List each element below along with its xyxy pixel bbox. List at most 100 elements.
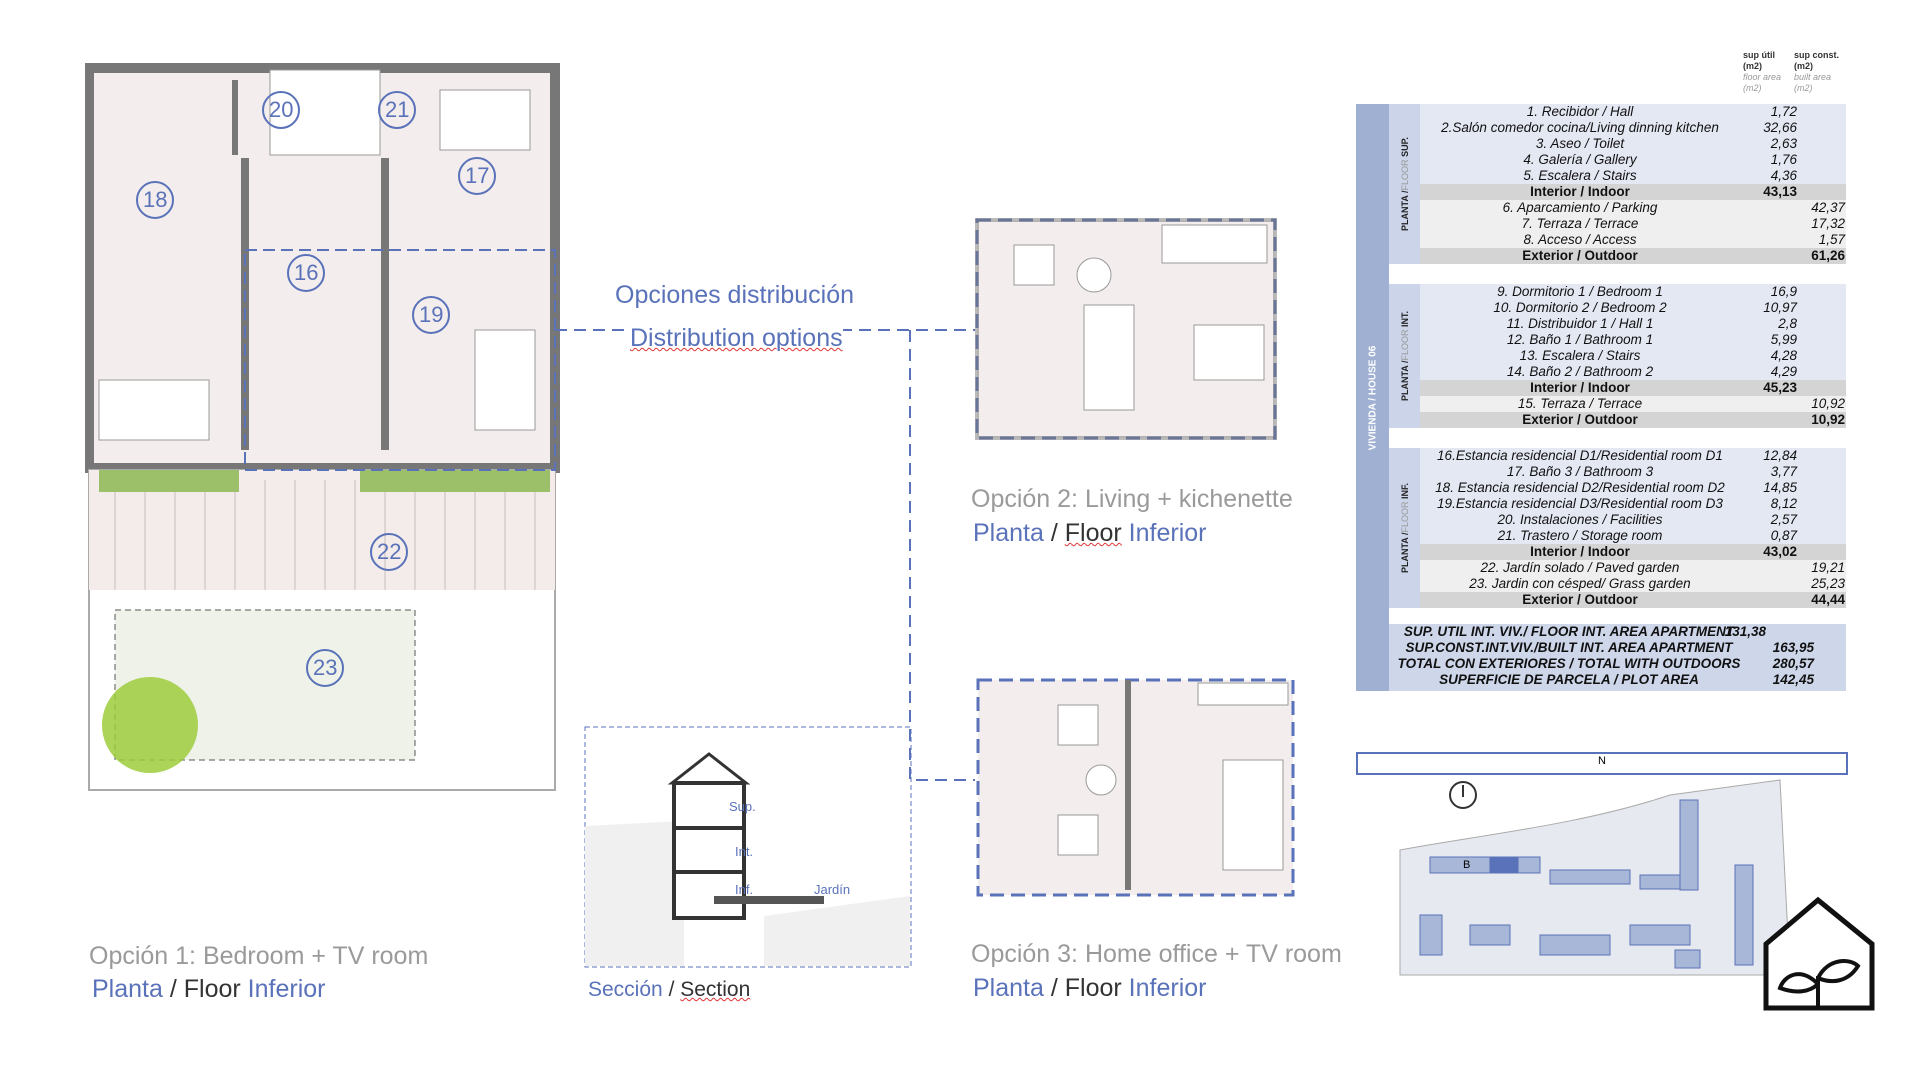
row-useful-area: 0,87 <box>1770 528 1797 543</box>
room-number: 17 <box>465 163 490 188</box>
compass-icon <box>1449 781 1477 809</box>
row-description: 3. Aseo / Toilet <box>1535 136 1625 151</box>
option2-title-text: Opción 2: Living + kichenette <box>971 485 1293 513</box>
floor-c: INF. <box>1399 482 1410 499</box>
row-built-area: 10,92 <box>1811 412 1845 427</box>
row-description: Interior / Indoor <box>1530 184 1630 199</box>
floor-b: FLOOR <box>1399 329 1410 361</box>
row-description: 12. Baño 1 / Bathroom 1 <box>1506 332 1654 347</box>
total-description: SUP.CONST.INT.VIV./BUILT INT. AREA APART… <box>1405 640 1733 655</box>
row-useful-area: 32,66 <box>1763 120 1797 135</box>
row-useful-area: 4,29 <box>1770 364 1797 379</box>
sep: / <box>1050 974 1058 1002</box>
row-useful-area: 3,77 <box>1770 464 1797 479</box>
table-row: Interior / Indoor 45,23 <box>1420 380 1846 396</box>
house-band: VIVIENDA / HOUSE 06 <box>1356 104 1389 691</box>
floor-c: SUP. <box>1399 137 1410 157</box>
row-built-area: 25,23 <box>1811 576 1845 591</box>
table-row: 21. Trastero / Storage room 0,87 <box>1420 528 1846 544</box>
floor-a: PLANTA / <box>1399 190 1410 231</box>
table-row: 9. Dormitorio 1 / Bedroom 1 16,9 <box>1420 284 1846 300</box>
row-description: 15. Terraza / Terrace <box>1517 396 1643 411</box>
row-description: 11. Distribuidor 1 / Hall 1 <box>1506 316 1654 331</box>
options-title-es: Opciones distribución <box>615 281 855 310</box>
floor-es: Planta <box>973 974 1044 1002</box>
section-level-inf: Inf. <box>735 882 754 897</box>
row-built-area: 61,26 <box>1811 248 1845 263</box>
room-number: 19 <box>419 302 444 327</box>
row-description: Exterior / Outdoor <box>1522 592 1638 607</box>
h: (m2) <box>1794 83 1813 93</box>
row-description: 19.Estancia residencial D3/Residential r… <box>1437 496 1723 511</box>
row-description: 8. Acceso / Access <box>1523 232 1637 247</box>
row-useful-area: 43,02 <box>1763 544 1797 559</box>
header-useful: sup útil(m2)floor area(m2) <box>1743 50 1781 94</box>
row-built-area: 10,92 <box>1811 396 1845 411</box>
floor-a: PLANTA / <box>1399 532 1410 574</box>
table-row: Exterior / Outdoor 44,44 <box>1420 592 1846 608</box>
h: (m2) <box>1794 61 1814 71</box>
total-useful: 131,38 <box>1724 624 1766 639</box>
row-useful-area: 1,72 <box>1770 104 1797 119</box>
row-useful-area: 16,9 <box>1770 284 1797 299</box>
header-built: sup const.(m2)built area(m2) <box>1794 50 1839 94</box>
totals: SUP. UTIL INT. VIV./ FLOOR INT. AREA APA… <box>1389 624 1846 691</box>
table-row: 18. Estancia residencial D2/Residential … <box>1420 480 1846 496</box>
h: floor area <box>1743 72 1782 82</box>
row-description: Interior / Indoor <box>1530 544 1630 559</box>
section-garden: Jardín <box>814 882 851 897</box>
row-useful-area: 2,57 <box>1770 512 1797 527</box>
row-description: 2.Salón comedor cocina/Living dinning ki… <box>1441 120 1719 135</box>
sep: / <box>1050 519 1058 547</box>
floor-label: PLANTA /FLOOR SUP. <box>1389 104 1420 264</box>
table-row: 16.Estancia residencial D1/Residential r… <box>1420 448 1846 464</box>
row-description: 9. Dormitorio 1 / Bedroom 1 <box>1497 284 1663 299</box>
house-label: VIVIENDA / HOUSE 06 <box>1367 345 1378 450</box>
row-description: 18. Estancia residencial D2/Residential … <box>1435 480 1725 495</box>
north-label: N <box>1598 755 1606 767</box>
row-description: Interior / Indoor <box>1530 380 1630 395</box>
total-row: SUP.CONST.INT.VIV./BUILT INT. AREA APART… <box>1389 640 1846 656</box>
room-number: 20 <box>269 97 294 122</box>
row-useful-area: 4,28 <box>1770 348 1797 363</box>
row-useful-area: 2,8 <box>1778 316 1797 331</box>
total-description: SUP. UTIL INT. VIV./ FLOOR INT. AREA APA… <box>1403 624 1735 639</box>
option2-floor: Planta / Floor Inferior <box>973 519 1206 548</box>
row-useful-area: 8,12 <box>1770 496 1797 511</box>
sep: / <box>668 978 675 1001</box>
floor-label: PLANTA /FLOOR INF. <box>1389 448 1420 608</box>
row-useful-area: 10,97 <box>1763 300 1797 315</box>
floor-es: Planta <box>973 519 1044 547</box>
option1-floor: Planta / Floor Inferior <box>92 975 325 1004</box>
row-useful-area: 45,23 <box>1763 380 1797 395</box>
floor-en: Floor <box>183 975 241 1003</box>
room-number: 22 <box>377 539 402 564</box>
row-useful-area: 5,99 <box>1770 332 1797 347</box>
row-built-area: 44,44 <box>1811 592 1845 607</box>
floor-c: INT. <box>1399 310 1410 327</box>
option2-floor-plan <box>975 218 1277 440</box>
floor-a: PLANTA / <box>1399 360 1410 402</box>
table-row: 14. Baño 2 / Bathroom 2 4,29 <box>1420 364 1846 380</box>
floor-group: PLANTA /FLOOR INF. 16.Estancia residencia… <box>1389 448 1846 608</box>
row-useful-area: 12,84 <box>1763 448 1797 463</box>
row-description: 21. Trastero / Storage room <box>1497 528 1663 543</box>
total-built: 142,45 <box>1772 672 1814 687</box>
floor-en: Floor <box>1064 974 1122 1002</box>
area-table: sup útil(m2)floor area(m2) sup const.(m2… <box>1356 50 1846 691</box>
row-description: 14. Baño 2 / Bathroom 2 <box>1506 364 1654 379</box>
section-drawing <box>584 726 912 968</box>
row-description: 16.Estancia residencial D1/Residential r… <box>1437 448 1723 463</box>
table-row: 12. Baño 1 / Bathroom 1 5,99 <box>1420 332 1846 348</box>
room-number: 23 <box>313 655 338 680</box>
